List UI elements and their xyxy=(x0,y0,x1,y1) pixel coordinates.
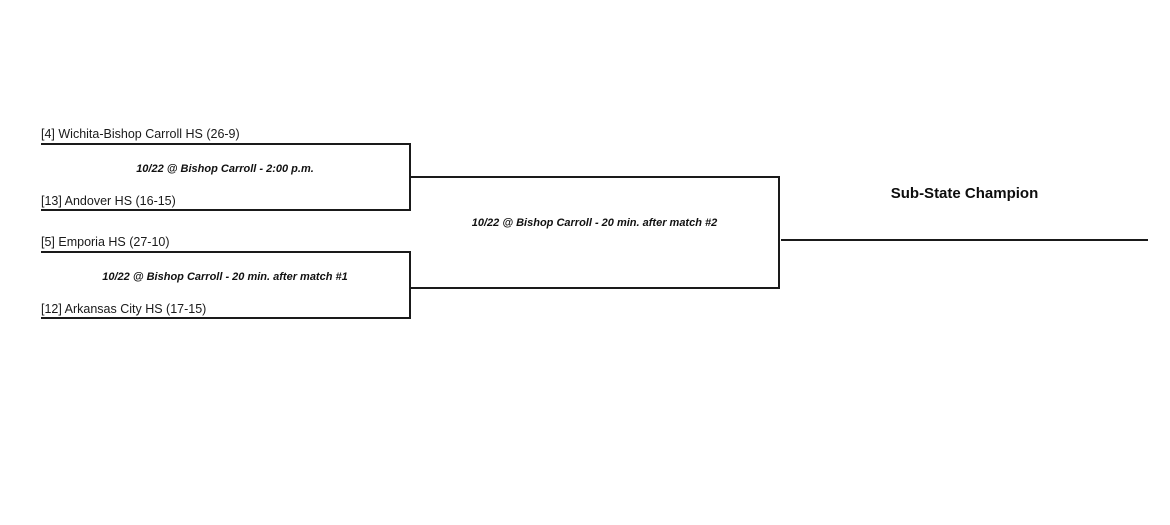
champion-heading: Sub-State Champion xyxy=(890,185,1039,202)
semifinal-bottom-slot-line xyxy=(411,287,778,289)
match-2-connector-line xyxy=(409,251,411,319)
match-2-top-slot-line xyxy=(41,251,409,253)
semifinal-top-slot-line xyxy=(411,176,778,178)
match-2-top-team-label: [5] Emporia HS (27-10) xyxy=(41,235,170,249)
match-1-top-team-label: [4] Wichita-Bishop Carroll HS (26-9) xyxy=(41,127,240,141)
match-1-top-slot-line xyxy=(41,143,409,145)
semifinal-connector-line xyxy=(778,176,780,289)
match-1-connector-line xyxy=(409,143,411,211)
semifinal-info-label: 10/22 @ Bishop Carroll - 20 min. after m… xyxy=(471,217,718,229)
match-2-info-label: 10/22 @ Bishop Carroll - 20 min. after m… xyxy=(102,271,348,283)
champion-slot-line xyxy=(781,239,1148,241)
match-2-bottom-team-label: [12] Arkansas City HS (17-15) xyxy=(41,302,207,316)
match-1-bottom-slot-line xyxy=(41,209,409,211)
match-1-bottom-team-label: [13] Andover HS (16-15) xyxy=(41,194,176,208)
match-2-bottom-slot-line xyxy=(41,317,409,319)
match-1-info-label: 10/22 @ Bishop Carroll - 2:00 p.m. xyxy=(136,163,314,175)
